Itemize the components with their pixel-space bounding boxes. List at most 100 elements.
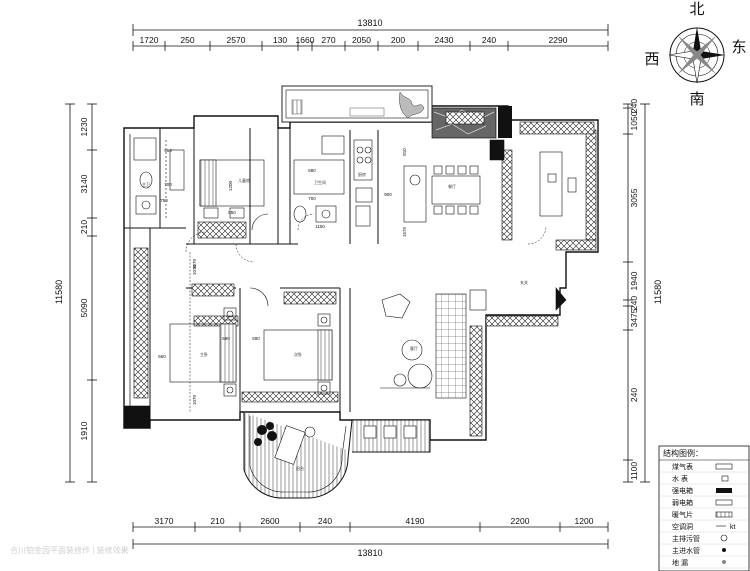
dimension-label: 240 [629, 388, 639, 402]
interior-dimension: 750 [160, 198, 168, 203]
legend-item-label: 煤气表 [672, 462, 693, 471]
dimension-label: 2570 [227, 35, 246, 45]
dimension-label: 1660 [296, 35, 315, 45]
interior-dimension: 700 [164, 182, 172, 187]
guest-bathroom [293, 135, 345, 223]
dimension-label: 2430 [435, 35, 454, 45]
interior-dimension: 1070 [192, 258, 197, 269]
floor-drain-icon [722, 560, 726, 564]
room-label: 主卫 [142, 181, 150, 187]
room-label: 次卧 [294, 351, 302, 357]
north-balcony [281, 85, 433, 123]
dimension-label: 130 [273, 35, 287, 45]
room-label: 主卧 [200, 351, 208, 357]
power-box-icon [716, 488, 732, 493]
legend-item-label: 暖气片 [672, 510, 693, 519]
room-label: 厨房 [358, 171, 366, 177]
room-label: 玄关 [520, 279, 528, 285]
interior-dimension: 1575 [402, 226, 407, 237]
interior-dimension: 590 [252, 336, 260, 341]
dimension-label: 240 [482, 35, 496, 45]
top-total-label: 13810 [357, 18, 382, 28]
bottom-total-label: 13810 [357, 548, 382, 558]
dimension-label: 5090 [79, 298, 89, 317]
compass-west: 西 [644, 50, 659, 68]
left-segment-dimensions: 1230 3140 210 5090 1910 [79, 103, 97, 483]
room-label: 客厅 [410, 345, 418, 351]
room-label: 餐厅 [448, 183, 456, 189]
bottom-total-dimension: 13810 [132, 539, 609, 558]
inlet-pipe-icon [722, 548, 726, 552]
master-bedroom [169, 307, 237, 397]
water-meter-icon [721, 475, 729, 482]
dimension-label: 1230 [79, 117, 89, 136]
interior-dimension: 680 [308, 168, 316, 173]
interior-dimension: 700 [308, 196, 316, 201]
watermark: 合川铂金园平面装修作 | 装修效果 [10, 545, 129, 555]
east-room [489, 139, 577, 311]
left-total-label: 11580 [54, 280, 64, 304]
dimension-label: 1940 [629, 271, 639, 290]
compass-north: 北 [689, 0, 704, 18]
interior-dimension: 950 [164, 148, 172, 153]
master-bathroom [133, 137, 185, 220]
plant-icon [399, 91, 425, 119]
legend-item-label: 空调洞 [672, 522, 693, 531]
compass: 北 南 东 西 [644, 0, 746, 108]
kitchen [353, 139, 373, 227]
ac-hole-code: kt [730, 524, 736, 531]
legend-title: 结构图例： [663, 448, 703, 458]
dining-area [403, 165, 481, 223]
dimension-label: 3140 [79, 174, 89, 193]
dimension-label: 1910 [79, 421, 89, 440]
room-label: 儿童房 [238, 177, 250, 183]
dimension-label: 3055 [629, 188, 639, 207]
ac-hole-icon: kt [716, 524, 736, 531]
cabinet-bands [123, 111, 597, 437]
dimension-label: 2050 [352, 35, 371, 45]
interior-dimension: 1070 [192, 264, 197, 275]
right-total-label: 11580 [653, 280, 663, 304]
dimension-label: 4190 [406, 516, 425, 526]
interior-dimension: 1200 [228, 180, 233, 191]
room-label: 阳台 [296, 465, 304, 471]
dimension-label: 1100 [629, 462, 639, 481]
south-balcony [243, 412, 431, 499]
dimension-label: 2600 [261, 516, 280, 526]
dimension-label: 2200 [511, 516, 530, 526]
dimension-label: 1200 [575, 516, 594, 526]
dimension-label: 1720 [140, 35, 159, 45]
drain-pipe-icon [720, 534, 728, 542]
dimension-label: 240 [629, 296, 639, 310]
kids-room [199, 159, 269, 231]
legend-item-label: 主排污管 [672, 534, 700, 543]
dimension-label: 270 [321, 35, 335, 45]
interior-dimension: 590 [222, 336, 230, 341]
dimension-label: 240 [629, 99, 639, 113]
gas-meter-icon [715, 463, 733, 470]
interior-dimension: 850 [228, 210, 236, 215]
dimension-label: 1050 [629, 111, 639, 130]
legend-item-label: 地 漏 [672, 558, 688, 567]
right-total-dimension: 11580 [640, 103, 663, 483]
interior-dimension: 660 [158, 354, 166, 359]
interior-dimension-labels: 9507007501200850680700115081090015751070… [158, 148, 407, 405]
dimension-label: 250 [180, 35, 194, 45]
legend-item-label: 强电箱 [672, 486, 693, 495]
door-swings [185, 213, 547, 412]
top-total-dimension: 13810 [132, 18, 609, 36]
dimension-label: 200 [391, 35, 405, 45]
room-label: 卫生间 [314, 179, 326, 185]
interior-dimension: 1070 [192, 394, 197, 405]
interior-dimension: 810 [402, 148, 407, 156]
dimension-label: 210 [79, 220, 89, 234]
living-room [380, 289, 487, 399]
left-total-dimension: 11580 [54, 103, 75, 483]
legend-item-label: 水 表 [672, 474, 688, 483]
weak-box-icon [715, 499, 733, 506]
dimension-label: 3170 [155, 516, 174, 526]
